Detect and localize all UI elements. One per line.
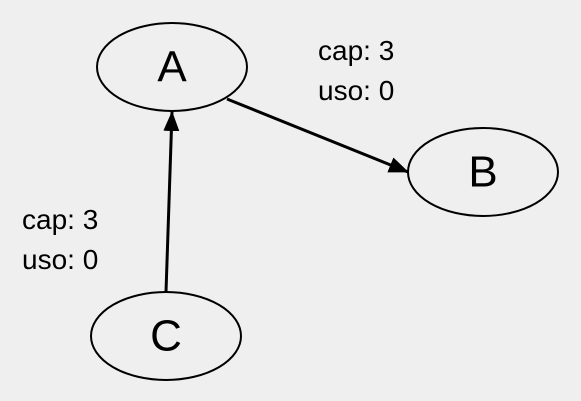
node-b-label: B — [468, 148, 497, 197]
node-a-label: A — [157, 43, 187, 92]
edge-a-b-cap-text: cap: 3 — [318, 35, 394, 66]
node-c[interactable]: C — [90, 291, 242, 381]
node-c-label: C — [150, 312, 182, 361]
node-b[interactable]: B — [407, 127, 559, 217]
edge-a-b-uso-text: uso: 0 — [318, 75, 394, 106]
node-c-ellipse — [90, 291, 242, 381]
edge-c-a-line — [163, 111, 180, 293]
node-a[interactable]: A — [96, 22, 248, 112]
node-a-ellipse — [96, 22, 248, 112]
edge-a-b-line — [226, 97, 409, 174]
edge-c-a-uso-text: uso: 0 — [22, 244, 98, 275]
edge-c-a-label: cap: 3 uso: 0 — [22, 204, 98, 275]
edge-a-to-b — [226, 97, 409, 174]
edge-a-b-label: cap: 3 uso: 0 — [318, 35, 394, 106]
node-b-ellipse — [407, 127, 559, 217]
edge-c-a-cap-text: cap: 3 — [22, 204, 98, 235]
edge-c-to-a — [163, 111, 180, 293]
